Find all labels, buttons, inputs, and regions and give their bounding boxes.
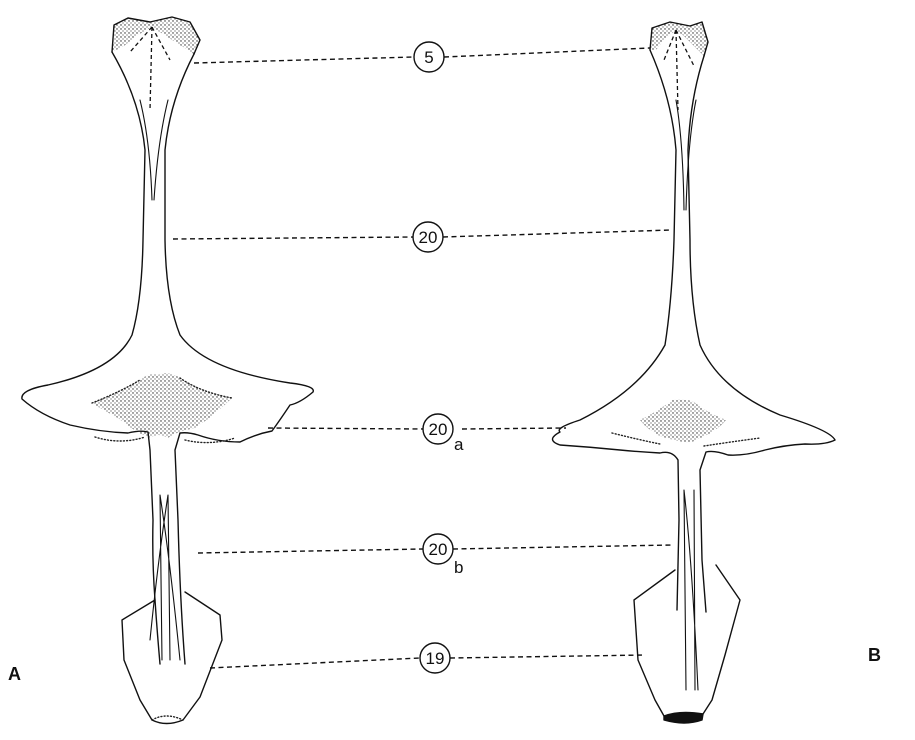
panel-label-b: B	[868, 645, 881, 665]
callout-5: 5	[414, 42, 444, 72]
leader-lines	[173, 48, 672, 668]
specimen-b-cap	[650, 22, 708, 56]
callout-number: 5	[424, 48, 433, 67]
callout-suffix: b	[454, 558, 463, 577]
specimen-b-paddle	[634, 565, 740, 719]
specimen-a-shaft	[22, 52, 313, 664]
specimen-b-stipple	[640, 399, 726, 442]
callout-number: 19	[426, 649, 445, 668]
specimen-a-paddle	[122, 592, 222, 724]
callout-number: 20	[429, 420, 448, 439]
specimen-b	[553, 22, 836, 723]
callout-20a: 20 a	[423, 414, 464, 454]
specimen-a-stipple	[92, 373, 232, 438]
callout-19: 19	[420, 643, 450, 673]
callout-20b: 20 b	[423, 534, 463, 577]
panel-label-a: A	[8, 664, 21, 684]
callout-suffix: a	[454, 435, 464, 454]
callout-20: 20	[413, 222, 443, 252]
specimen-a	[22, 17, 313, 724]
callout-number: 20	[419, 228, 438, 247]
callout-number: 20	[429, 540, 448, 559]
